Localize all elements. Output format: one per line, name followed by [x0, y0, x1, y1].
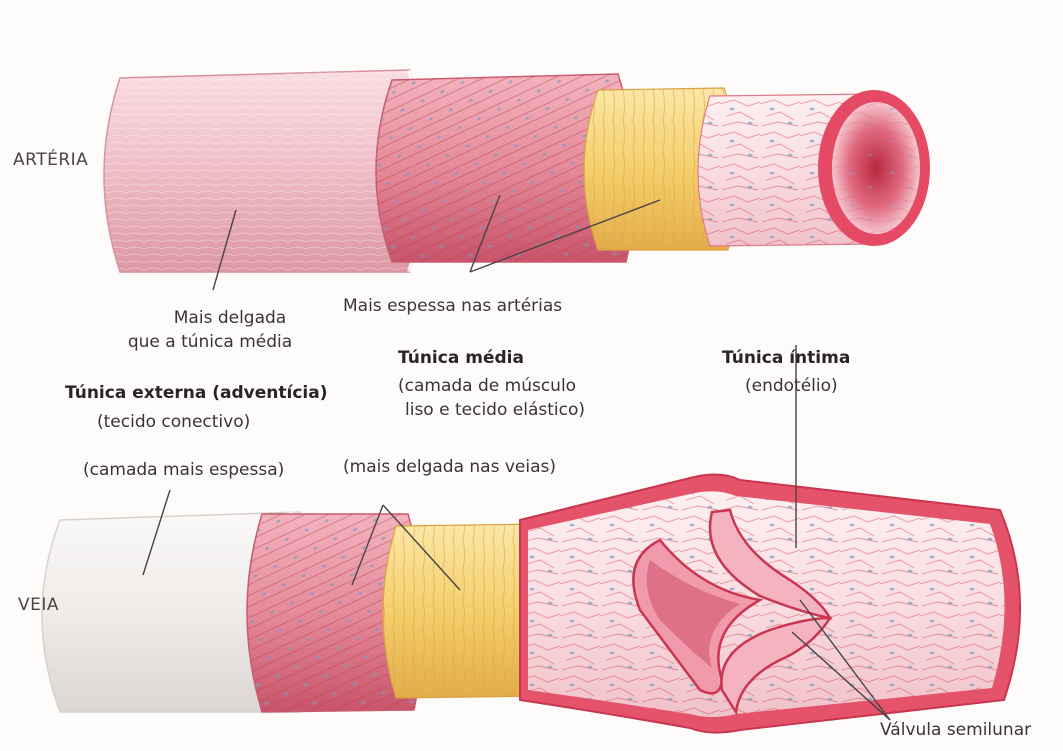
label-externa-note-2: que a túnica média [105, 334, 315, 351]
label-media-desc-2: liso e tecido elástico) [405, 402, 585, 419]
vein-vessel [42, 474, 1020, 732]
label-externa-vein: (camada mais espessa) [83, 462, 284, 479]
label-veia: VEIA [18, 597, 59, 614]
label-valve: Válvula semilunar [880, 722, 1031, 739]
label-media-artery: Mais espessa nas artérias [343, 298, 562, 315]
label-arteria: ARTÉRIA [13, 152, 88, 169]
label-externa-note-1: Mais delgada [130, 310, 330, 327]
label-intima-title: Túnica íntima [722, 350, 850, 367]
label-media-title: Túnica média [398, 350, 524, 367]
label-externa-title: Túnica externa (adventícia) [65, 385, 327, 402]
label-externa-desc: (tecido conectivo) [97, 414, 250, 431]
label-media-vein: (mais delgada nas veias) [343, 459, 556, 476]
artery-vessel [100, 70, 930, 275]
label-intima-desc: (endotélio) [745, 378, 838, 395]
label-media-desc-1: (camada de músculo [398, 378, 576, 395]
